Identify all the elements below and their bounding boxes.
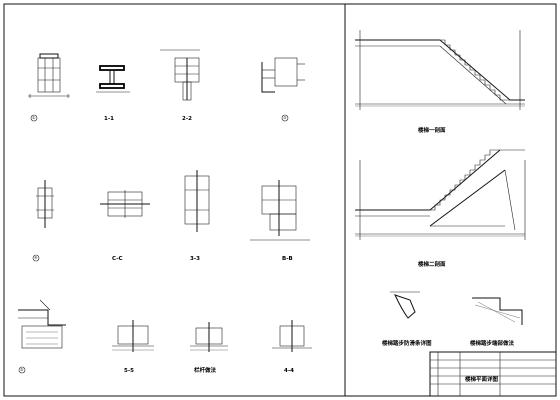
detail-1-label: ① (32, 115, 36, 120)
elevation-2: 楼梯二剖面 (355, 149, 526, 268)
note-2: 楼梯踏步端部做法 (470, 297, 523, 347)
elevation-2-label: 楼梯二剖面 (418, 260, 446, 268)
detail-4-label: ③ (283, 115, 287, 120)
elevation-1-label: 楼梯一剖面 (418, 126, 446, 134)
detail-5-label: ④ (34, 255, 38, 260)
detail-12-label: 4-4 (284, 368, 294, 374)
elevation-1: 楼梯一剖面 (355, 30, 525, 134)
detail-6: C-C (100, 190, 150, 262)
detail-9-label: ⑤ (20, 367, 24, 372)
note-1: 楼梯踏步防滑条详图 (382, 291, 432, 347)
detail-7: 3-3 (184, 170, 210, 262)
detail-2-label: 1-1 (104, 116, 114, 122)
title-block-text: 楼梯平面详图 (465, 375, 499, 383)
detail-5: ④ (32, 180, 54, 262)
title-block: 楼梯平面详图 (429, 351, 557, 397)
detail-8: B-B (250, 180, 310, 262)
detail-8-label: B-B (282, 256, 293, 262)
detail-9: ⑤ (18, 299, 66, 374)
detail-11-label: 栏杆做法 (194, 366, 217, 374)
detail-3-label: 2-2 (182, 116, 192, 122)
detail-3: 2-2 (160, 49, 200, 122)
detail-7-label: 3-3 (190, 256, 200, 262)
detail-1: ① (28, 53, 70, 122)
sheet-border (3, 3, 557, 397)
detail-2: 1-1 (96, 65, 130, 122)
detail-12: 4-4 (272, 320, 312, 374)
note-2-label: 楼梯踏步端部做法 (470, 339, 515, 347)
detail-11: 栏杆做法 (190, 322, 228, 374)
detail-10: 5-5 (112, 320, 154, 374)
detail-6-label: C-C (112, 256, 122, 262)
detail-4: ③ (261, 57, 305, 122)
note-1-label: 楼梯踏步防滑条详图 (382, 339, 432, 347)
detail-10-label: 5-5 (124, 368, 134, 374)
